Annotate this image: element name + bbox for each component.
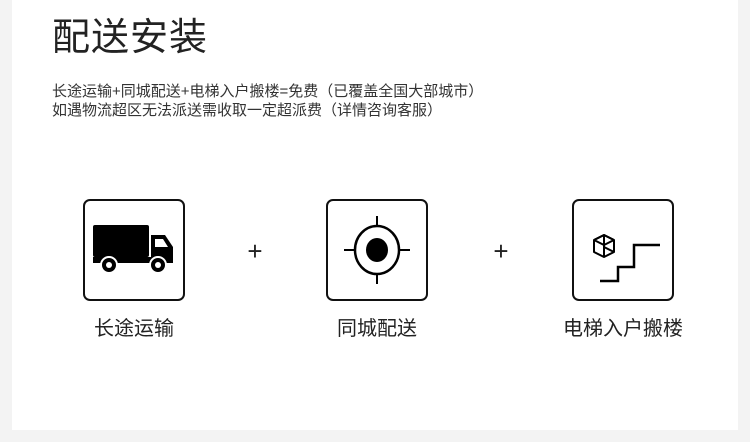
elevator-delivery-box [572, 199, 674, 301]
service-label: 同城配送 [337, 318, 417, 340]
description-line-1: 长途运输+同城配送+电梯入户搬楼=免费（已覆盖全国大部城市） [52, 83, 484, 100]
same-city-box [326, 199, 428, 301]
long-distance-box [83, 199, 185, 301]
description: 长途运输+同城配送+电梯入户搬楼=免费（已覆盖全国大部城市） 如遇物流超区无法派… [52, 82, 483, 120]
plus-sign: + [493, 236, 509, 266]
plus-sign: + [247, 236, 263, 266]
service-label: 长途运输 [94, 318, 174, 340]
box-stairs-icon [593, 234, 660, 283]
service-label: 电梯入户搬楼 [563, 318, 683, 340]
target-location-icon [344, 216, 410, 284]
truck-icon [93, 225, 173, 274]
page-title: 配送安装 [52, 17, 209, 59]
description-line-2: 如遇物流超区无法派送需收取一定超派费（详情咨询客服） [52, 102, 443, 119]
delivery-install-card: 配送安装 长途运输+同城配送+电梯入户搬楼=免费（已覆盖全国大部城市） 如遇物流… [12, 0, 738, 430]
